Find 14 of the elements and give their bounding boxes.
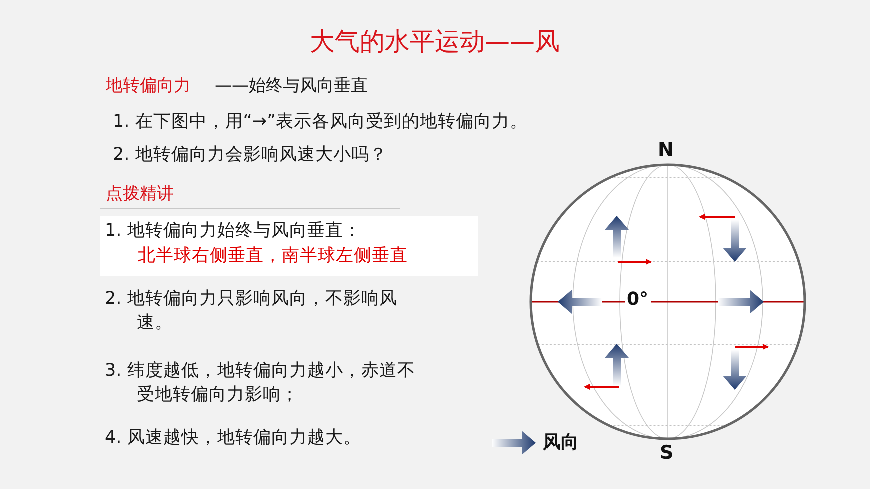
list-item: 3. 纬度越低，地转偏向力越小，赤道不受地转偏向力影响； <box>105 360 416 407</box>
legend-label: 风向 <box>543 432 579 454</box>
list-item: 4. 风速越快，地转偏向力越大。 <box>105 428 362 450</box>
list-item: 2. 地转偏向力会影响风速大小吗？ <box>113 145 388 167</box>
list-item: 1. 地转偏向力始终与风向垂直： <box>105 221 362 243</box>
highlight-text: 北半球右侧垂直，南半球左侧垂直 <box>138 246 408 268</box>
compass-label: N <box>658 139 674 163</box>
list-item: 1. 在下图中，用“→”表示各风向受到的地转偏向力。 <box>113 112 528 134</box>
title: 大气的水平运动——风 <box>309 26 561 58</box>
heading: 点拨精讲 <box>106 184 174 206</box>
subheading: ——始终与风向垂直 <box>215 76 368 98</box>
compass-label: S <box>660 442 674 466</box>
list-item: 2. 地转偏向力只影响风向，不影响风速。 <box>105 288 398 335</box>
heading: 地转偏向力 <box>106 76 191 98</box>
